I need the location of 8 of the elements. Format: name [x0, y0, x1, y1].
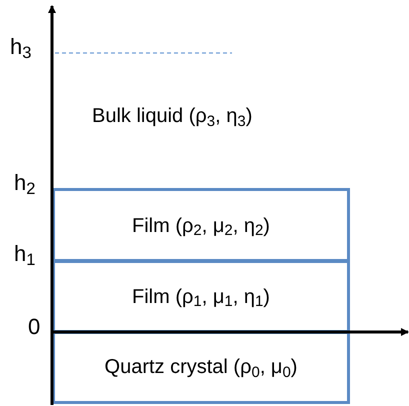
axis-tick-label: h$_{1}$ [14, 243, 36, 265]
layer-box: Film (ρ$_{2}$, μ$_{2}$, η$_{2}$) [52, 188, 350, 263]
axis-tick-label: h$_{2}$ [14, 172, 36, 194]
axis-tick-label: 0 [28, 316, 40, 338]
layer-label: Bulk liquid (ρ$_{3}$, η$_{3}$) [92, 106, 252, 126]
layer-box: Quartz crystal (ρ$_{0}$, μ$_{0}$) [52, 330, 350, 404]
axis-tick-label: h$_{3}$ [10, 36, 32, 58]
layer-box: Film (ρ$_{1}$, μ$_{1}$, η$_{1}$) [52, 259, 350, 334]
